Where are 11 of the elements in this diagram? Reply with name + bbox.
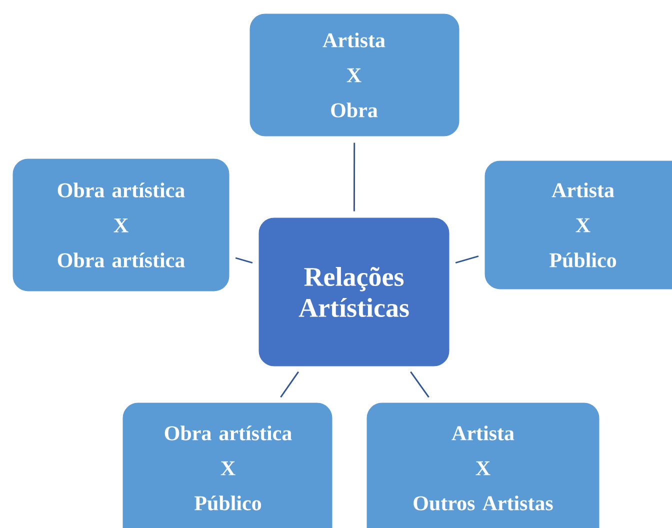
connector-line xyxy=(353,142,356,212)
connector-line xyxy=(455,255,479,264)
connector-line xyxy=(280,371,300,398)
connector-line xyxy=(235,257,253,264)
connector-line xyxy=(410,371,430,398)
process-box: Obra artística X Obra artística xyxy=(11,157,231,293)
process-box: Artista X Outros Artistas xyxy=(365,401,601,528)
process-box: Artista X Público xyxy=(483,159,672,291)
process-box: Artista X Obra xyxy=(248,12,461,138)
process-box: Relações Artísticas xyxy=(257,216,451,368)
process-box: Obra artística X Público xyxy=(121,401,334,528)
